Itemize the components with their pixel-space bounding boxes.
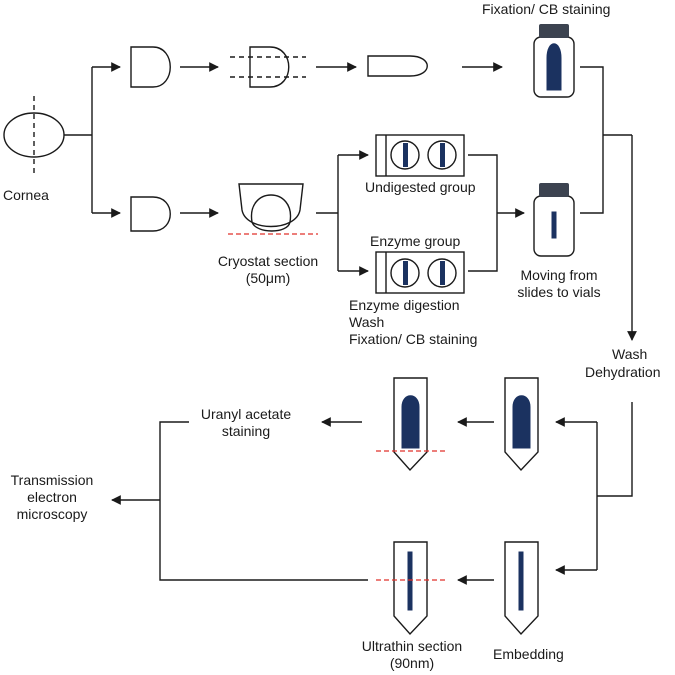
slide-enzyme <box>375 251 465 294</box>
enzyme-step-2: Wash <box>349 314 385 330</box>
cut-half-cornea <box>230 46 306 88</box>
enzyme-step-1: Enzyme digestion <box>349 297 460 313</box>
tem-line-3: microscopy <box>16 506 88 522</box>
uranyl-line-2: staining <box>221 423 271 439</box>
enzyme-step-3: Fixation/ CB staining <box>349 331 478 347</box>
label-enzyme-group: Enzyme group <box>370 233 461 249</box>
moving-line-1: Moving from <box>520 267 598 283</box>
dehydration-connector <box>555 402 633 575</box>
cryostat-line-1: Cryostat section <box>217 253 319 269</box>
ultrathin-line-1: Ultrathin section <box>361 638 463 654</box>
ultrathin-line-2: (90nm) <box>389 655 435 671</box>
label-tem: Transmission electron microscopy <box>2 472 102 523</box>
label-fixation-top: Fixation/ CB staining <box>482 1 611 17</box>
slide-undigested <box>375 134 465 177</box>
moving-line-2: slides to vials <box>517 284 601 300</box>
cornea-branch-connector <box>64 62 121 218</box>
label-wash: Wash <box>612 346 648 362</box>
label-cornea: Cornea <box>3 187 49 203</box>
slides-to-vial-connector <box>468 154 525 272</box>
tem-line-2: electron <box>27 489 77 505</box>
label-cryostat-section: Cryostat section (50μm) <box>203 253 333 287</box>
capsule-right-bottom <box>504 541 539 636</box>
slide-section-marks <box>403 143 445 285</box>
label-embedding: Embedding <box>493 646 564 662</box>
half-cornea-bottom <box>130 196 171 232</box>
half-cornea-top <box>130 46 171 88</box>
capsule-right-top <box>504 377 539 472</box>
label-uranyl-acetate: Uranyl acetate staining <box>186 406 306 440</box>
label-moving-to-vials: Moving from slides to vials <box>499 267 619 301</box>
label-ultrathin-section: Ultrathin section (90nm) <box>347 638 477 672</box>
cryostat-line-2: (50μm) <box>245 270 291 286</box>
label-undigested-group: Undigested group <box>365 179 476 195</box>
cryostat-block <box>238 183 304 232</box>
slides-branch-connector <box>316 150 369 276</box>
cornea-shape <box>3 96 65 176</box>
tem-line-1: Transmission <box>10 472 94 488</box>
corneal-slice <box>367 55 428 77</box>
capsule-left-bottom <box>393 541 428 636</box>
tissue-samples <box>401 43 562 611</box>
label-dehydration: Dehydration <box>585 364 661 380</box>
uranyl-line-1: Uranyl acetate <box>200 406 292 422</box>
label-enzyme-steps: Enzyme digestion Wash Fixation/ CB stain… <box>349 297 477 348</box>
tem-connector <box>111 421 368 581</box>
capsule-left-top <box>393 377 428 472</box>
vials-merge-connector <box>580 66 637 341</box>
cut-lines <box>228 233 446 581</box>
vial-caps <box>539 24 569 197</box>
